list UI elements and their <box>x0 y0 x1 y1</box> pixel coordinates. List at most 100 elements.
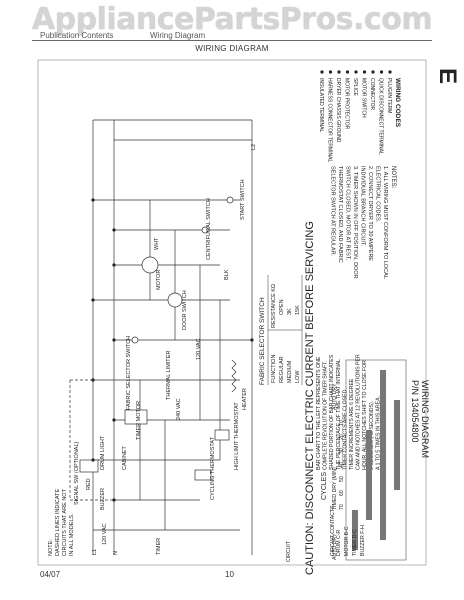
wiring-code-item: CONNECTOR <box>369 78 375 111</box>
schematic-labels: L1 N L2 120 VAC 240 VAC 120 VAC RED WHT … <box>74 144 257 555</box>
cycles-title: CYCLES <box>321 472 328 500</box>
code-symbol-icon <box>328 70 333 74</box>
diagram-letter: E <box>434 68 461 84</box>
label-high-limit: HIGH LIMIT THERMOSTAT <box>234 402 240 470</box>
page-header: Publication Contents Wiring Diagram <box>40 31 430 43</box>
note-line: 2. CONNECT DRYER TO 30 AMPERE <box>367 166 373 261</box>
fabric-row-value: 15K <box>295 305 301 315</box>
bar-note-line: TIMER CONTACTS ARE CLOSED. <box>342 388 348 470</box>
wiring-codes-list: PLUG/IN TERM.QUICK DISCONNECT TERMINALCO… <box>318 70 392 162</box>
fabric-selector-table: FABRIC SELECTOR SWITCH FUNCTION RESISTAN… <box>259 275 303 385</box>
fabric-table-title: FABRIC SELECTOR SWITCH <box>259 297 266 385</box>
label-thermal-limiter: THERMAL LIMITER <box>166 351 172 400</box>
diagram-frame <box>37 59 427 566</box>
terminal-dots <box>91 198 254 502</box>
code-symbol-icon <box>354 70 358 74</box>
fabric-row-value: 3K <box>287 308 293 315</box>
label-l2: L2 <box>251 144 257 150</box>
fabric-header-function: FUNCTION <box>271 355 277 383</box>
note-line: ELECTRICAL CODES. <box>375 166 381 223</box>
fabric-row-value: OPEN <box>279 299 285 315</box>
bar-note-line: A 1 TO 5 TIMES IN THIS AREA. <box>375 396 381 470</box>
label-cabinet: CABINET <box>122 446 128 470</box>
cycle-minute-label: 70 <box>339 504 345 510</box>
note-line: SWITCH CLOSED, MOTOR AT REST, <box>345 166 351 261</box>
note-line: 1. ALL WIRING MUST CONFORM TO LOCAL <box>382 166 388 279</box>
code-symbol-icon <box>371 70 375 74</box>
circuit-header-contacts: CIRCUIT CONTACTS <box>330 505 336 556</box>
bar-note-line: HOUR. ALL NOTCHES SHIFT TO CLOSE FOR <box>362 360 368 470</box>
cycle-bars <box>352 370 400 550</box>
circuit-row: TIMER D-C <box>352 529 358 556</box>
circuit-header: CIRCUIT <box>286 540 292 562</box>
footer-page-number: 10 <box>225 570 234 579</box>
label-120vac-right: 120 VAC <box>196 338 202 360</box>
cycle-label: AUTO DRY <box>332 383 338 410</box>
wiring-code-item: SPLICE <box>352 78 358 96</box>
cycle-bar <box>394 400 400 490</box>
header-right: Wiring Diagram <box>150 31 206 40</box>
schematic-components <box>79 196 234 481</box>
bar-note-line: COMPLETE REVOLUTION OF TIMER SHAFT. <box>323 361 329 470</box>
code-symbol-icon <box>388 70 392 74</box>
header-rule <box>32 40 432 41</box>
bottom-note: NOTE: DASHED LINES INDICATE CIRCUITS THA… <box>48 488 75 556</box>
label-centrifugal: CENTRIFUGAL SWITCH <box>206 198 212 260</box>
label-n: N <box>113 551 119 555</box>
page-title: WIRING DIAGRAM <box>195 44 269 53</box>
wiring-code-item: QUICK DISCONNECT TERMINAL <box>378 78 384 155</box>
label-heater: HEATER <box>242 388 248 410</box>
label-cycling-thermostat: CYCLING THERMOSTAT <box>210 436 216 500</box>
caution-banner: CAUTION: DISCONNECT ELECTRIC CURRENT BEF… <box>304 221 316 575</box>
code-symbol-icon <box>345 70 350 74</box>
wiring-code-item: INSULATED TERMINAL <box>318 78 324 132</box>
cycle-minute-label: 40 <box>339 462 345 468</box>
label-240vac: 240 VAC <box>176 398 182 420</box>
cycle-bar <box>366 430 372 520</box>
wiring-code-item: MOTOR SWITCH <box>361 78 367 118</box>
footer-date: 04/07 <box>40 570 61 579</box>
notes-list: 1. ALL WIRING MUST CONFORM TO LOCALELECT… <box>330 166 389 279</box>
note-line: SELECTOR SWITCH AT REGULAR. <box>330 166 336 257</box>
code-symbol-icon <box>320 70 324 74</box>
fabric-header-resistance: RESISTANCE KΩ <box>271 284 277 328</box>
label-start-switch: START SWITCH <box>240 179 246 220</box>
label-wht: WHT <box>154 237 160 250</box>
label-120vac-left: 120 VAC <box>102 523 108 545</box>
fabric-row-function: REGULAR <box>279 356 285 383</box>
notes-title: NOTES: <box>390 166 396 189</box>
bar-note-line: THE PERCENTAGE OF TIME THAT INTERNAL <box>336 359 342 470</box>
label-buzzer: BUZZER <box>100 488 106 510</box>
code-symbol-icon <box>379 70 384 74</box>
wiring-code-item: MOTOR PROTECTOR <box>344 78 350 130</box>
watermark: AppliancePartsPros.com <box>31 2 433 37</box>
label-drum-light: DRUM LIGHT <box>100 435 106 470</box>
cycle-bar <box>380 370 386 540</box>
label-red: RED <box>86 478 92 490</box>
bar-note-line: BAR CHART TO THE LEFT REPRESENTS ONE <box>316 356 322 470</box>
cycle-minute-label: 50 <box>339 476 345 482</box>
label-fabric-switch: FABRIC SELECTOR SWITCH <box>126 336 132 410</box>
label-door-switch: DOOR SWITCH <box>182 290 188 330</box>
bottom-note-line: IN ALL MODELS. <box>69 513 75 556</box>
note-line: THERMOSTAT CLOSED, AND FABRIC <box>337 166 343 263</box>
cycle-label: AUTO DRY <box>332 533 338 560</box>
note-line: INDIVIDUAL BRANCH CIRCUIT. <box>360 166 366 247</box>
circuit-row: MOTOR B-C <box>344 526 350 556</box>
cycle-bar <box>352 510 358 550</box>
circuit-row: DRUM C-R <box>336 530 342 556</box>
circuit-row: BUZZER F-H <box>360 525 366 556</box>
label-timer: TIMER <box>156 538 162 555</box>
label-motor: MOTOR <box>156 270 162 290</box>
note-line: 3. TIMER SHOWN IN OFF POSITION, DOOR <box>352 166 358 279</box>
cycle-minute-label: 30 <box>339 448 345 454</box>
right-column: E WIRING DIAGRAM P/N 134054800 WIRING CO… <box>318 68 461 458</box>
label-timer-motor: TIMER MOTOR <box>136 401 142 440</box>
wiring-codes-title: WIRING CODES <box>394 78 401 128</box>
bottom-note-line: DASHED LINES INDICATE <box>55 489 61 556</box>
fabric-row-function: LOW <box>295 370 301 383</box>
cycle-label: TIMED DRY (MIN) <box>332 467 338 510</box>
